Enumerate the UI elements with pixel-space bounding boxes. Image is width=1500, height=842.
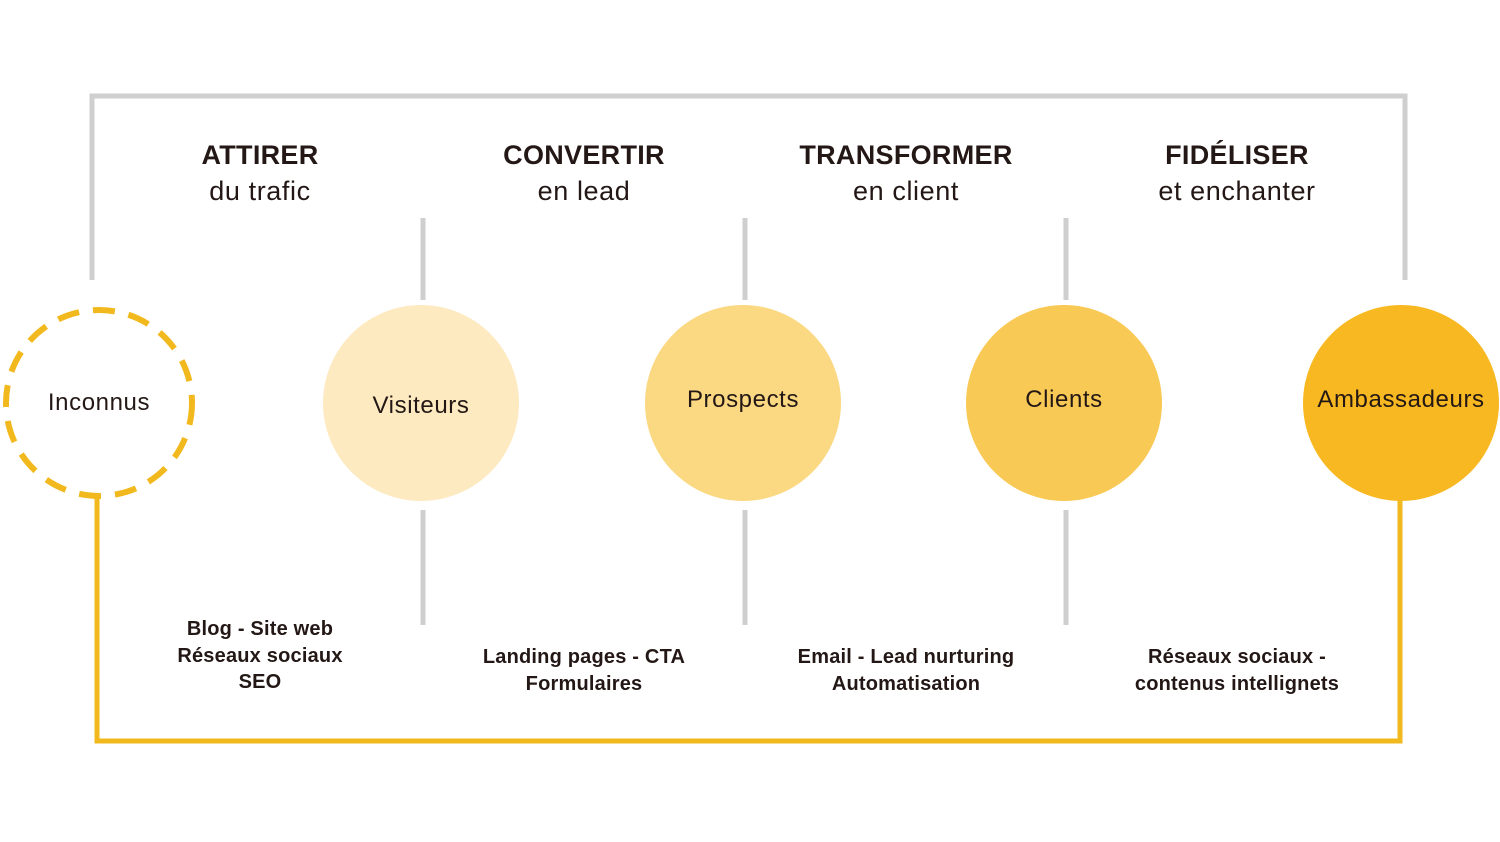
tool-line: Blog - Site web xyxy=(186,618,334,640)
tools-convertir: Landing pages - CTA Formulaires xyxy=(424,644,744,697)
stage-heading-fideliser: FIDÉLISER et enchanter xyxy=(1087,138,1387,210)
tool-line: contenus intellignets xyxy=(1134,672,1340,695)
audience-circle-inconnus: Inconnus xyxy=(1,305,197,501)
stage-title: FIDÉLISER xyxy=(1165,140,1309,170)
tool-line: Landing pages - CTA xyxy=(482,646,686,668)
audience-label: Ambassadeurs xyxy=(1317,386,1485,413)
audience-circle-ambassadeurs: Ambassadeurs xyxy=(1303,305,1499,501)
tool-line: Formulaires xyxy=(525,672,643,695)
audience-circle-visiteurs: Visiteurs xyxy=(323,305,519,501)
tools-attirer: Blog - Site web Réseaux sociaux SEO xyxy=(100,616,420,696)
stage-title: CONVERTIR xyxy=(503,140,665,170)
stage-subtitle: en client xyxy=(853,176,959,206)
tool-line: Réseaux sociaux xyxy=(177,644,343,667)
tools-transformer: Email - Lead nurturing Automatisation xyxy=(746,644,1066,697)
stage-title: ATTIRER xyxy=(201,140,319,170)
stage-subtitle: en lead xyxy=(537,176,631,206)
tool-line: Réseaux sociaux - xyxy=(1148,646,1326,668)
tool-line: Automatisation xyxy=(831,672,981,695)
stage-subtitle: et enchanter xyxy=(1158,176,1316,206)
audience-label: Inconnus xyxy=(47,389,151,416)
stage-heading-transformer: TRANSFORMER en client xyxy=(756,138,1056,210)
audience-circle-prospects: Prospects xyxy=(645,305,841,501)
audience-label: Clients xyxy=(1025,386,1103,413)
audience-label: Visiteurs xyxy=(372,392,470,419)
tools-fideliser: Réseaux sociaux - contenus intellignets xyxy=(1077,644,1397,697)
audience-label: Prospects xyxy=(686,386,800,413)
stage-title: TRANSFORMER xyxy=(799,140,1013,170)
tool-line: Email - Lead nurturing xyxy=(797,646,1015,668)
stage-heading-attirer: ATTIRER du trafic xyxy=(110,138,410,210)
stage-subtitle: du trafic xyxy=(209,176,311,206)
bottom-loop-line xyxy=(94,498,1403,744)
top-frame-line xyxy=(89,93,1408,280)
stage-heading-convertir: CONVERTIR en lead xyxy=(434,138,734,210)
audience-circle-clients: Clients xyxy=(966,305,1162,501)
tool-line: SEO xyxy=(238,671,282,693)
inconnus-dashed-outline xyxy=(3,307,195,499)
